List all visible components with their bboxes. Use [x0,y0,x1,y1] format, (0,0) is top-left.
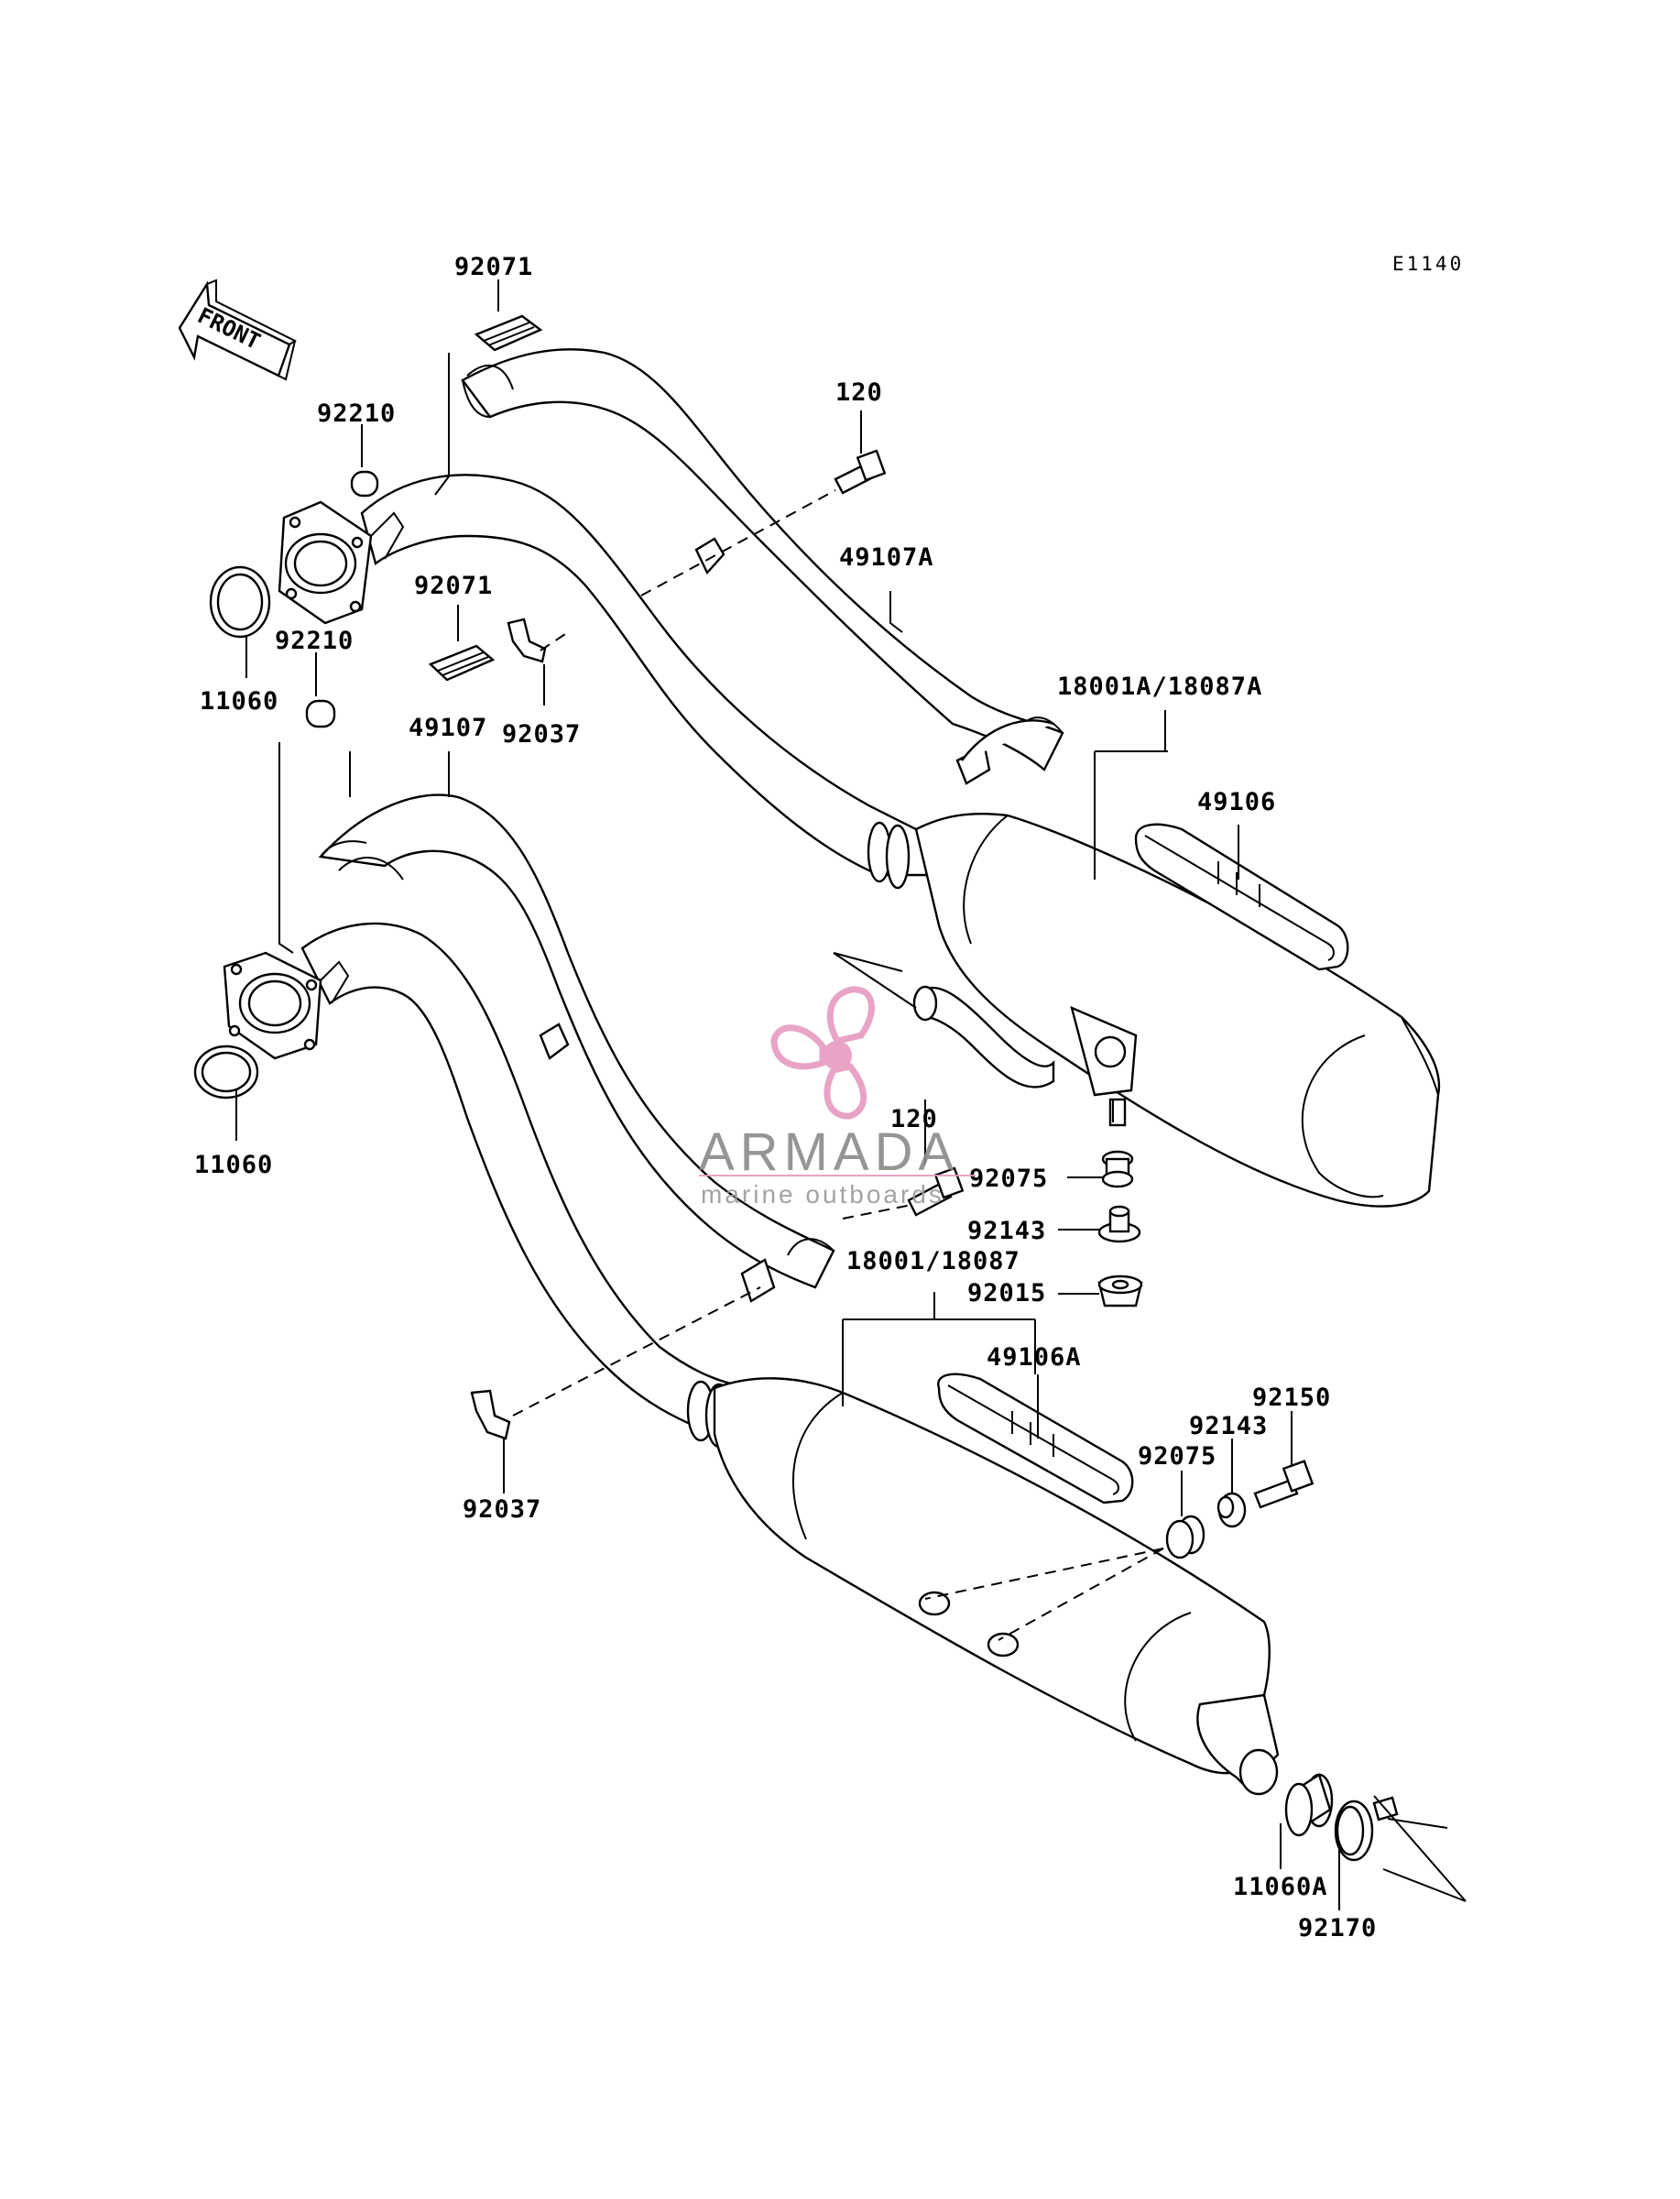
label-92143-bottom: 92143 [1189,1412,1268,1440]
front-arrow-icon: FRONT [178,279,297,381]
label-92071-top: 92071 [454,253,533,281]
label-11060A: 11060A [1233,1873,1328,1901]
label-49106: 49106 [1197,788,1276,816]
label-49106A: 49106A [987,1343,1082,1372]
label-92150: 92150 [1252,1384,1331,1412]
watermark: ARMADA marine outboards [699,986,976,1209]
label-92037-top: 92037 [502,720,581,749]
bolt-120-top-icon [834,449,887,495]
lower-exhaust-assembly [223,793,1280,1796]
heat-cover-49107 [318,793,835,1289]
clamp-92037-bottom-icon [470,1389,511,1440]
cover-49106A-icon [937,1373,1134,1504]
label-92143-top: 92143 [967,1217,1046,1245]
label-49107: 49107 [409,714,487,742]
diagram-code: E1140 [1392,253,1464,275]
label-18001A-18087A: 18001A/18087A [1057,673,1262,701]
upper-muffler-18001A [914,812,1441,1208]
label-92210-mid: 92210 [275,627,354,655]
label-49107A: 49107A [839,543,934,572]
label-92037-bottom: 92037 [463,1495,541,1524]
rubber-pad-92071-mid-icon [428,644,496,682]
collar-92143-bottom-icon [1216,1492,1247,1528]
hardware [193,314,1399,1862]
rubber-pad-92071-top-icon [474,314,543,352]
heat-cover-49107A [461,348,1064,771]
damper-92075-bottom-icon [1165,1515,1205,1559]
upper-header-pipe [360,474,941,877]
clamp-92037-top-icon [507,618,547,663]
label-18001-18087: 18001/18087 [846,1247,1020,1275]
label-92075-bottom: 92075 [1138,1442,1216,1471]
damper-92075-top-icon [1101,1098,1134,1188]
leader-lines [235,279,1467,1910]
label-92071-mid: 92071 [414,572,493,600]
collar-92210-mid-icon [305,699,336,728]
label-11060-bottom: 11060 [194,1151,273,1179]
collar-92210-top-icon [350,470,379,498]
gasket-11060A-icon [1284,1773,1334,1837]
collar-92143-top-icon [1097,1205,1141,1243]
label-120-top: 120 [835,378,883,407]
watermark-name: ARMADA [699,1122,959,1182]
watermark-tagline: marine outboards [701,1180,944,1209]
label-92075-top: 92075 [969,1165,1048,1193]
clamp-92170-icon [1334,1796,1399,1862]
label-92210-top: 92210 [317,399,396,428]
label-92015: 92015 [967,1279,1046,1307]
upper-exhaust-assembly [278,348,1441,1208]
nut-92015-icon [1097,1275,1143,1307]
propeller-logo-icon [770,986,875,1120]
label-11060-top: 11060 [200,687,278,716]
cover-49106-icon [1134,823,1349,971]
bolt-92150-icon [1253,1460,1315,1509]
label-92170: 92170 [1298,1914,1377,1942]
label-120-mid: 120 [890,1105,938,1133]
part-labels: 92071 92210 120 49107A 92071 92210 11060… [194,253,1377,1942]
